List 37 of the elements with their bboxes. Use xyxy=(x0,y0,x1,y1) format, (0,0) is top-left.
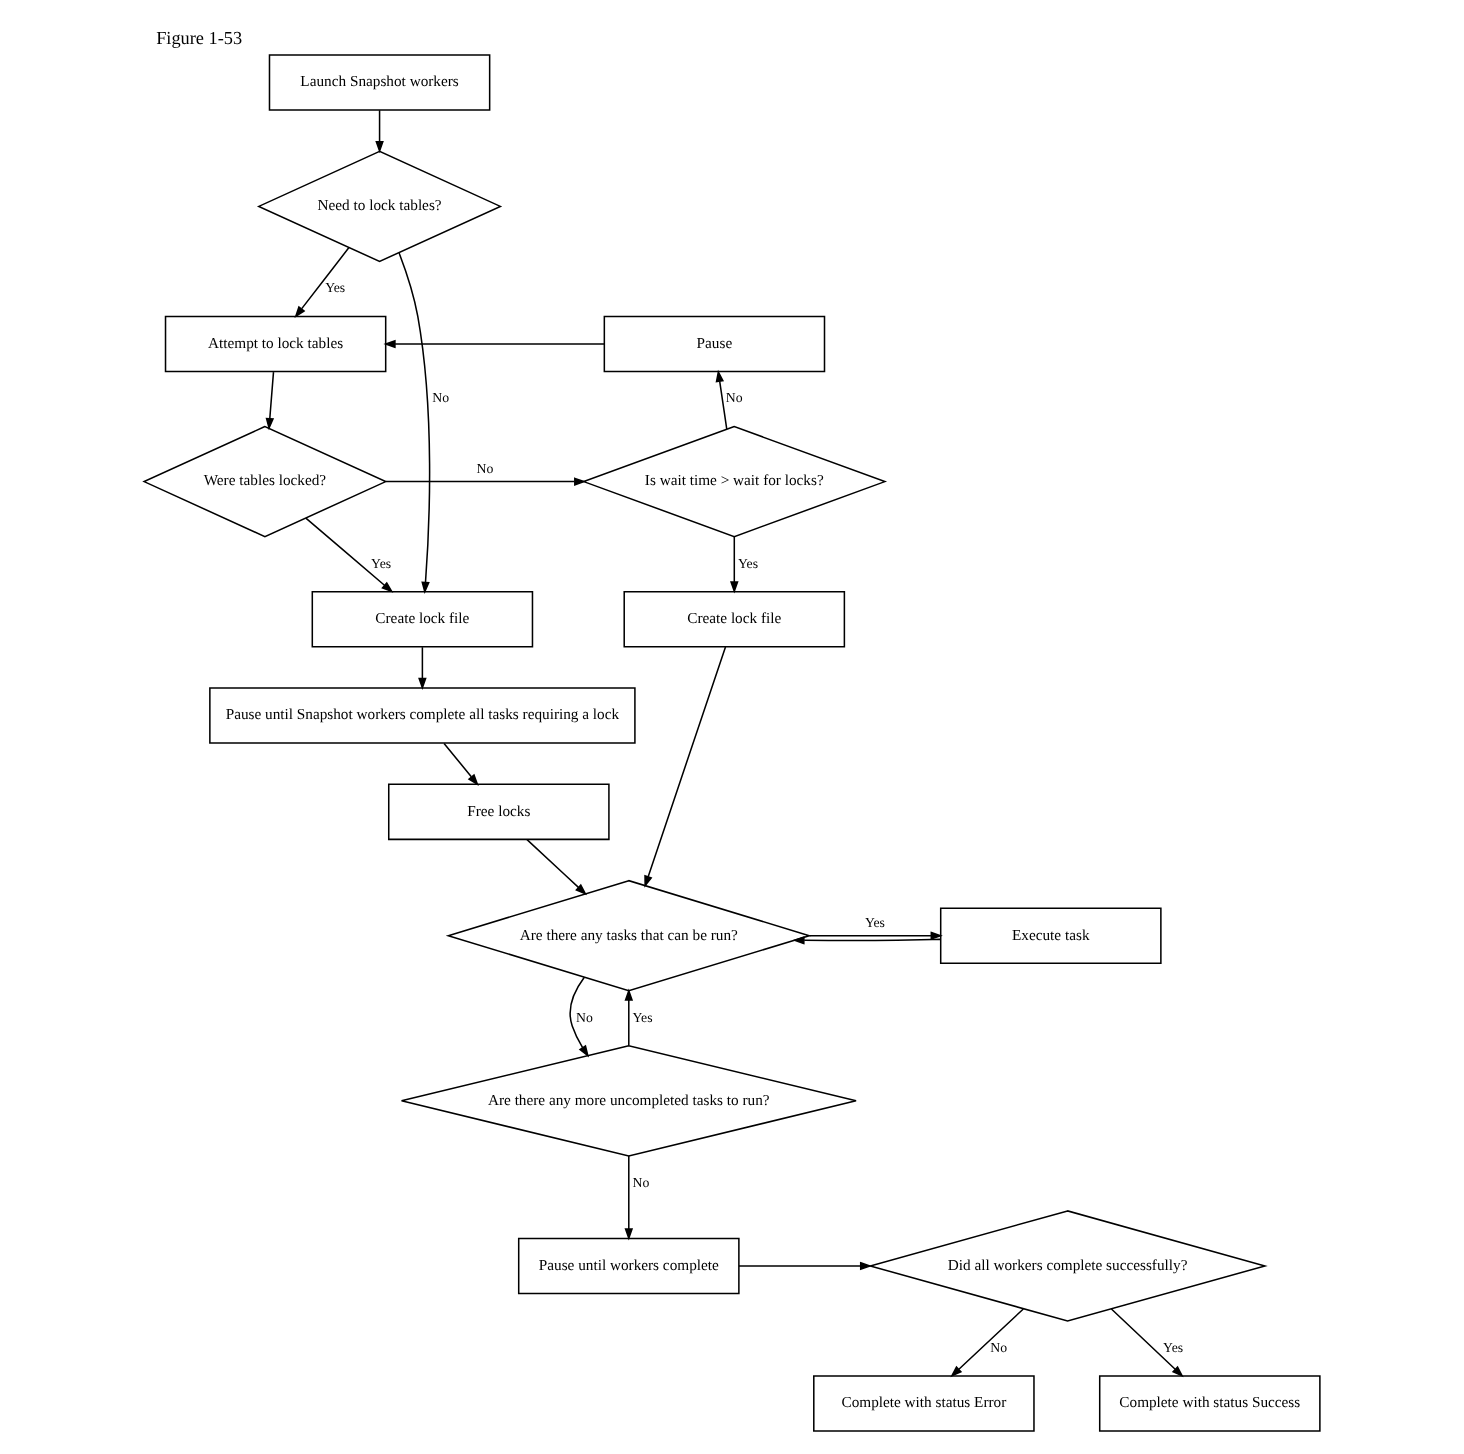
arrow xyxy=(808,931,943,940)
arrow xyxy=(265,371,275,431)
node-box: Create lock file xyxy=(623,590,846,648)
arrow xyxy=(569,976,590,1058)
arrow xyxy=(624,1155,634,1241)
arrow xyxy=(418,646,427,691)
arrow xyxy=(1110,1308,1184,1378)
arrow xyxy=(730,535,739,594)
node-box: Execute task xyxy=(939,907,1162,964)
arrow xyxy=(443,742,479,786)
node-box: Pause until workers complete xyxy=(517,1237,740,1295)
arrow xyxy=(644,646,727,888)
arrow xyxy=(385,477,587,486)
node-box: Launch Snapshot workers xyxy=(268,54,491,111)
arrow xyxy=(305,517,394,593)
node-diamond: Did all workers complete successfully? xyxy=(867,1210,1268,1322)
arrow xyxy=(738,1261,873,1271)
arrow xyxy=(624,988,634,1047)
arrow xyxy=(715,369,728,430)
node-diamond: Need to lock tables? xyxy=(256,150,503,263)
diagram-title: Figure 1-53 xyxy=(156,27,243,48)
arrow xyxy=(383,339,605,349)
arrow xyxy=(792,936,942,945)
node-box: Complete with status Success xyxy=(1098,1375,1321,1432)
node-box: Attempt to lock tables xyxy=(164,315,387,373)
arrow xyxy=(294,246,350,319)
node-box: Pause xyxy=(603,315,826,373)
arrow xyxy=(950,1308,1025,1378)
node-box: Create lock file xyxy=(311,590,534,648)
node-box: Complete with status Error xyxy=(813,1375,1035,1432)
arrow xyxy=(398,252,431,594)
node-diamond: Is wait time > wait for locks? xyxy=(581,425,888,538)
node-box: Free locks xyxy=(388,783,610,841)
node-box: Pause until Snapshot workers complete all tasks requiring a lock xyxy=(209,687,636,744)
node-diamond: Were tables locked? xyxy=(142,425,388,538)
arrow xyxy=(375,109,384,154)
arrow xyxy=(526,838,587,896)
